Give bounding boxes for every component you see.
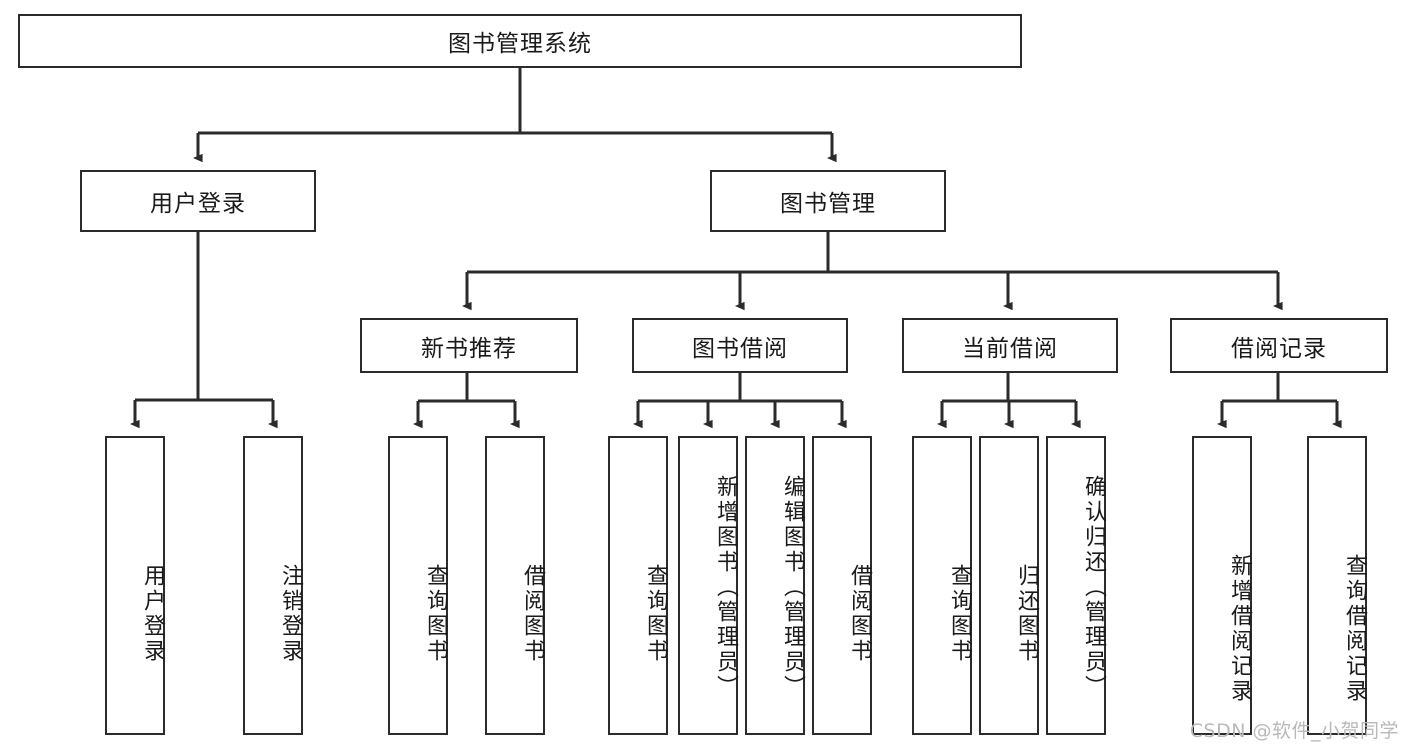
- leaf-query-book-borrow[interactable]: 查询图书: [608, 436, 668, 735]
- node-book-borrow[interactable]: 图书借阅: [632, 318, 848, 373]
- leaf-logout-label: 注销登录: [278, 563, 303, 664]
- node-user-login[interactable]: 用户登录: [80, 170, 316, 232]
- node-new-book-recommend[interactable]: 新书推荐: [360, 318, 578, 373]
- node-current-borrow[interactable]: 当前借阅: [902, 318, 1118, 373]
- leaf-edit-book-admin-label: 编辑图书（管理员）: [780, 475, 805, 700]
- leaf-logout[interactable]: 注销登录: [243, 436, 303, 735]
- leaf-confirm-return-admin-label: 确认归还（管理员）: [1081, 475, 1106, 700]
- leaf-edit-book-admin[interactable]: 编辑图书（管理员）: [745, 436, 805, 735]
- leaf-return-book-label: 归还图书: [1014, 563, 1039, 664]
- node-book-management[interactable]: 图书管理: [710, 170, 946, 232]
- node-current-borrow-label: 当前借阅: [962, 335, 1058, 362]
- leaf-borrow-book-newbook[interactable]: 借阅图书: [485, 436, 545, 735]
- leaf-query-book-newbook-label: 查询图书: [423, 563, 448, 664]
- node-book-management-label: 图书管理: [780, 191, 876, 217]
- leaf-borrow-book-newbook-label: 借阅图书: [520, 563, 545, 664]
- leaf-user-login[interactable]: 用户登录: [105, 436, 165, 735]
- leaf-add-book-admin[interactable]: 新增图书（管理员）: [678, 436, 738, 735]
- leaf-user-login-label: 用户登录: [140, 563, 165, 664]
- leaf-query-book-current-label: 查询图书: [947, 563, 972, 664]
- leaf-query-book-newbook[interactable]: 查询图书: [388, 436, 448, 735]
- leaf-borrow-book-borrow-label: 借阅图书: [847, 563, 872, 664]
- node-new-book-recommend-label: 新书推荐: [421, 335, 517, 362]
- watermark: CSDN @软件_小贺同学: [1189, 720, 1399, 742]
- leaf-confirm-return-admin[interactable]: 确认归还（管理员）: [1046, 436, 1106, 735]
- leaf-add-book-admin-label: 新增图书（管理员）: [713, 475, 738, 700]
- node-root[interactable]: 图书管理系统: [18, 14, 1022, 68]
- node-borrow-records[interactable]: 借阅记录: [1170, 318, 1388, 373]
- node-borrow-records-label: 借阅记录: [1231, 335, 1327, 362]
- leaf-return-book[interactable]: 归还图书: [979, 436, 1039, 735]
- leaf-borrow-book-borrow[interactable]: 借阅图书: [812, 436, 872, 735]
- leaf-query-book-borrow-label: 查询图书: [643, 563, 668, 664]
- node-root-label: 图书管理系统: [448, 31, 592, 57]
- leaf-query-borrow-record[interactable]: 查询借阅记录: [1307, 436, 1367, 735]
- node-user-login-label: 用户登录: [150, 191, 246, 217]
- leaf-query-borrow-record-label: 查询借阅记录: [1342, 553, 1367, 704]
- leaf-add-borrow-record[interactable]: 新增借阅记录: [1192, 436, 1252, 735]
- leaf-add-borrow-record-label: 新增借阅记录: [1227, 553, 1252, 704]
- leaf-query-book-current[interactable]: 查询图书: [912, 436, 972, 735]
- node-book-borrow-label: 图书借阅: [692, 335, 788, 362]
